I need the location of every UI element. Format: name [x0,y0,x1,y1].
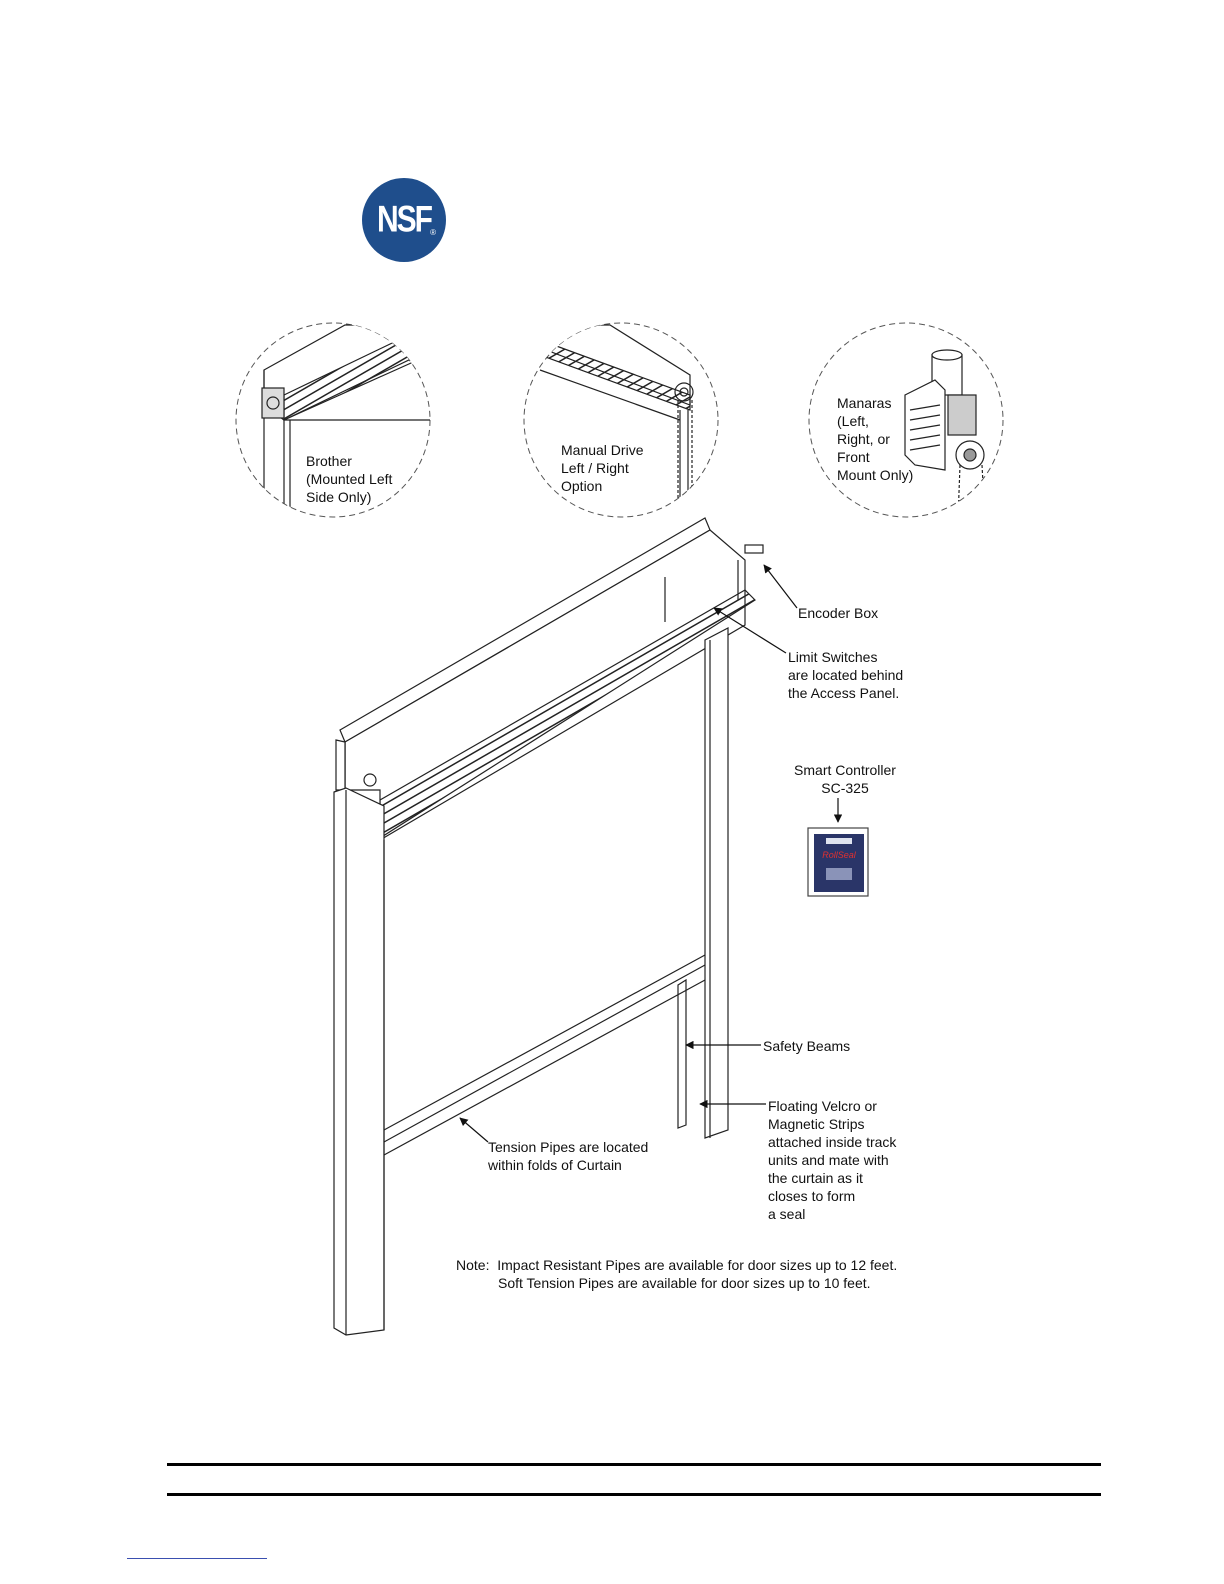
label-manual-drive: Manual Drive Left / Right Option [561,442,644,494]
label-manaras: Manaras (Left, Right, or Front Mount Onl… [837,395,914,483]
tension-pipe [383,954,706,1156]
footer-rule-top [167,1463,1101,1466]
label-safety-beams: Safety Beams [763,1038,851,1054]
label-brother: Brother (Mounted Left Side Only) [306,453,393,505]
footer-rule-bottom [167,1493,1101,1496]
note-line-2: Soft Tension Pipes are available for doo… [498,1275,871,1291]
label-encoder-box: Encoder Box [798,605,879,621]
door-header-box [335,517,764,842]
nsf-logo: NSF ® [362,178,446,262]
footer-link-underline [127,1558,267,1559]
nsf-registered-mark: ® [430,228,436,237]
label-smart-controller: Smart Controller SC-325 [794,762,896,796]
nsf-logo-text: NSF [377,198,433,240]
detail-circle-manaras [808,322,1004,518]
smart-controller-image: RollSeal [807,827,869,897]
leader-lines [459,564,843,1143]
label-tension-pipes: Tension Pipes are located within folds o… [488,1139,649,1173]
note-line-1: Note: Impact Resistant Pipes are availab… [456,1257,898,1273]
label-floating-velcro: Floating Velcro or Magnetic Strips attac… [768,1098,897,1222]
left-track [333,787,385,1336]
right-track [677,627,729,1139]
label-limit-switches: Limit Switches are located behind the Ac… [788,649,904,701]
controller-brand-text: RollSeal [822,850,857,860]
